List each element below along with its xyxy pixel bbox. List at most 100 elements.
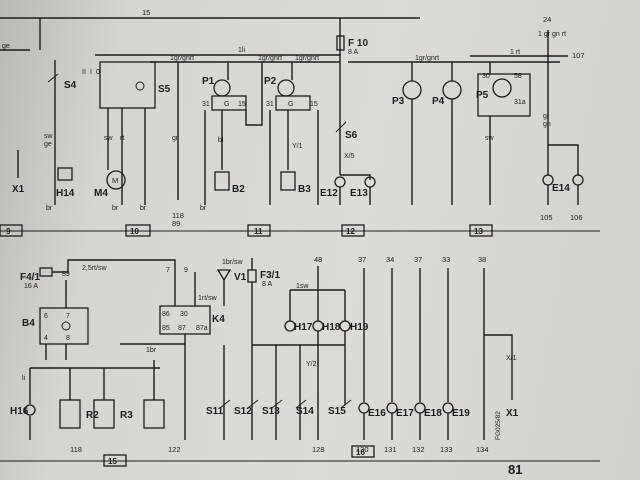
svg-text:S4: S4 <box>64 80 77 91</box>
svg-text:S6: S6 <box>345 130 358 141</box>
svg-text:131: 131 <box>384 445 397 454</box>
svg-text:B4: B4 <box>22 318 35 329</box>
svg-text:R2: R2 <box>86 410 99 421</box>
svg-text:6: 6 <box>44 313 48 320</box>
fuse-F3 <box>247 269 257 283</box>
svg-text:E14: E14 <box>552 183 570 194</box>
svg-text:1gr/gnrt: 1gr/gnrt <box>415 55 439 62</box>
svg-text:1br/sw: 1br/sw <box>222 259 244 266</box>
svg-text:II: II <box>82 69 86 76</box>
svg-text:sw: sw <box>44 133 54 140</box>
svg-text:sw: sw <box>104 135 114 142</box>
svg-text:86: 86 <box>162 311 170 318</box>
svg-text:B3: B3 <box>298 184 311 195</box>
svg-text:87: 87 <box>178 325 186 332</box>
svg-text:H19: H19 <box>350 322 369 333</box>
svg-text:1rt/sw: 1rt/sw <box>198 295 218 302</box>
svg-text:132: 132 <box>412 445 425 454</box>
svg-text:118: 118 <box>172 211 184 220</box>
svg-text:8 A: 8 A <box>348 49 358 56</box>
svg-text:ge: ge <box>44 141 52 148</box>
svg-text:ge: ge <box>2 43 10 50</box>
heater-R2 <box>59 399 81 429</box>
gauge-P3 <box>402 80 422 100</box>
svg-text:1gr/gnrt: 1gr/gnrt <box>170 55 194 62</box>
page-number: 81 <box>508 462 522 477</box>
svg-text:S12: S12 <box>234 406 252 417</box>
sensor-B3 <box>280 171 296 191</box>
svg-text:R3: R3 <box>120 410 133 421</box>
gauge-P1 <box>213 79 231 97</box>
svg-text:E19: E19 <box>452 408 470 419</box>
svg-text:1gr/gnrt: 1gr/gnrt <box>258 55 282 62</box>
diode-V1 <box>216 269 232 282</box>
svg-text:E16: E16 <box>368 408 386 419</box>
svg-text:106: 106 <box>570 213 583 222</box>
svg-text:K4: K4 <box>212 314 225 325</box>
svg-text:S11: S11 <box>206 406 224 417</box>
svg-text:F3/1: F3/1 <box>260 270 280 281</box>
relay-B4 <box>39 307 89 345</box>
svg-text:1li: 1li <box>238 47 245 54</box>
svg-text:gr: gr <box>543 113 550 120</box>
svg-text:H18: H18 <box>322 322 341 333</box>
svg-text:br: br <box>112 205 119 212</box>
svg-text:38: 38 <box>478 255 486 264</box>
svg-text:37: 37 <box>414 255 422 264</box>
svg-text:Y/2: Y/2 <box>306 361 317 368</box>
svg-text:G: G <box>288 101 293 108</box>
svg-text:B2: B2 <box>232 184 245 195</box>
svg-text:br: br <box>200 205 207 212</box>
svg-text:2,5rt/sw: 2,5rt/sw <box>82 265 107 272</box>
svg-text:105: 105 <box>540 213 553 222</box>
svg-text:4: 4 <box>44 335 48 342</box>
svg-text:P3: P3 <box>392 96 405 107</box>
svg-text:9: 9 <box>184 267 188 274</box>
svg-text:0: 0 <box>96 69 100 76</box>
svg-text:Y/1: Y/1 <box>292 143 303 150</box>
svg-text:X/1: X/1 <box>506 355 517 362</box>
svg-text:34: 34 <box>386 255 394 264</box>
svg-text:X1: X1 <box>506 408 519 419</box>
svg-text:S13: S13 <box>262 406 280 417</box>
lamp-E12 <box>334 176 346 188</box>
svg-text:sw: sw <box>485 135 495 142</box>
svg-text:P4: P4 <box>432 96 445 107</box>
bus-15-label: 15 <box>142 8 150 17</box>
svg-text:134: 134 <box>476 445 489 454</box>
svg-text:F4/1: F4/1 <box>20 272 40 283</box>
svg-text:bl: bl <box>218 137 224 144</box>
svg-text:31: 31 <box>266 101 274 108</box>
svg-text:11: 11 <box>254 227 263 236</box>
svg-text:1 gr gn rt: 1 gr gn rt <box>538 31 566 38</box>
svg-text:37: 37 <box>358 255 366 264</box>
svg-text:107: 107 <box>572 51 585 60</box>
fuse-F4 <box>39 267 53 277</box>
svg-text:rt: rt <box>120 135 124 142</box>
lamp-H16 <box>24 404 36 416</box>
svg-text:130: 130 <box>356 445 369 454</box>
svg-text:12: 12 <box>346 227 355 236</box>
svg-text:H17: H17 <box>294 322 313 333</box>
svg-text:58: 58 <box>514 73 522 80</box>
svg-text:89: 89 <box>172 219 180 228</box>
svg-text:P1: P1 <box>202 76 215 87</box>
svg-text:X1: X1 <box>12 184 25 195</box>
svg-text:118: 118 <box>70 445 82 454</box>
svg-text:E17: E17 <box>396 408 414 419</box>
svg-text:85: 85 <box>162 325 170 332</box>
svg-text:16 A: 16 A <box>24 283 38 290</box>
svg-text:br: br <box>46 205 53 212</box>
svg-text:30: 30 <box>482 73 490 80</box>
svg-text:X/5: X/5 <box>344 153 355 160</box>
svg-text:13: 13 <box>474 227 483 236</box>
svg-text:24: 24 <box>543 15 551 24</box>
svg-text:16: 16 <box>356 448 365 457</box>
svg-text:10: 10 <box>130 227 139 236</box>
svg-text:7: 7 <box>166 267 170 274</box>
svg-text:P2: P2 <box>264 76 277 87</box>
lamp-H19 <box>339 320 351 332</box>
svg-text:87a: 87a <box>196 325 208 332</box>
svg-text:E18: E18 <box>424 408 442 419</box>
